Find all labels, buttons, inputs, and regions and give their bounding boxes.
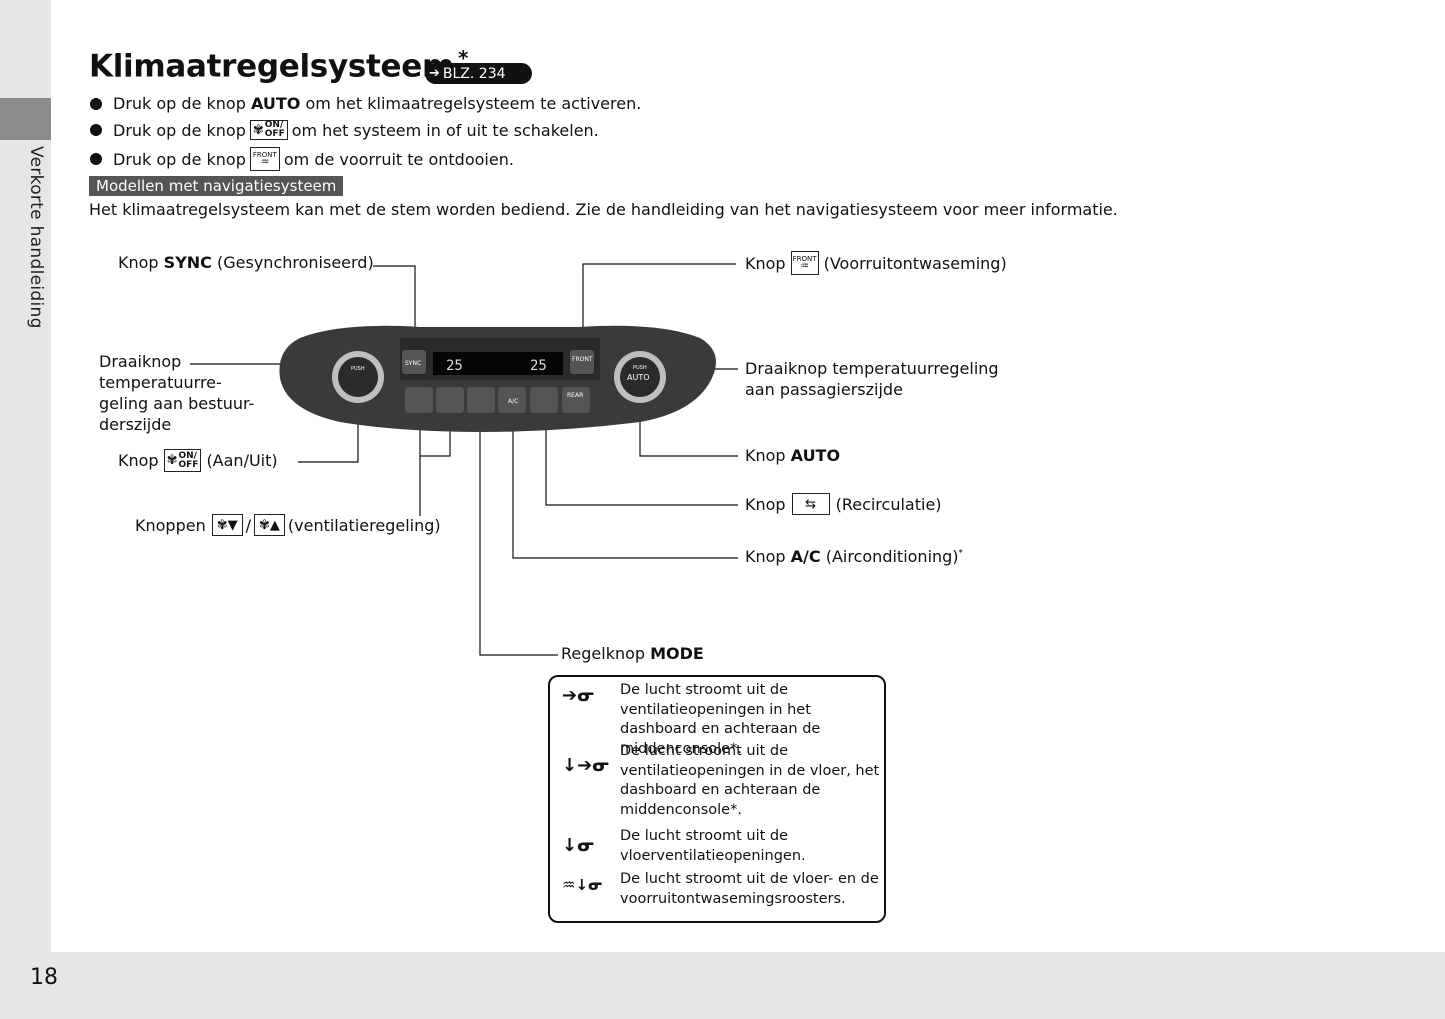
section-label: Modellen met navigatiesysteem bbox=[89, 176, 344, 196]
sidebar-label: Verkorte handleiding bbox=[26, 146, 46, 329]
panel-front-label: FRONT bbox=[572, 356, 593, 363]
panel-temp-right: 25 bbox=[530, 358, 547, 374]
footer-band bbox=[0, 952, 1445, 1019]
panel-sync-label: SYNC bbox=[405, 360, 421, 367]
bullet-item: Druk op de knop FRONT♒ om de voorruit te… bbox=[90, 147, 514, 171]
panel-auto-label: AUTO bbox=[627, 373, 650, 382]
page-title: Klimaatregelsysteem* bbox=[89, 46, 469, 85]
callout-auto: Knop AUTO bbox=[745, 446, 841, 465]
recirculation-icon: ⇆ bbox=[791, 493, 830, 515]
floor-vent-icon: ↓ᓂ bbox=[562, 835, 595, 856]
panel-rear-label: REAR bbox=[567, 392, 583, 399]
callout-recirc: Knop ⇆ (Recirculatie) bbox=[745, 493, 942, 515]
callout-driver-dial: Draaiknop temperatuurre- geling aan best… bbox=[99, 352, 255, 434]
bullet-item: Druk op de knop ✾ON/OFF om het systeem i… bbox=[90, 120, 599, 140]
sidebar bbox=[0, 0, 51, 1019]
mode-description: De lucht stroomt uit de vloerventilatieo… bbox=[620, 828, 806, 864]
fan-up-icon: ✾▲ bbox=[254, 514, 285, 536]
bullet-dot-icon bbox=[90, 153, 102, 165]
fan-onoff-icon: ✾ON/OFF bbox=[249, 120, 288, 140]
mode-description: De lucht stroomt uit de vloer- en de voo… bbox=[620, 871, 879, 907]
bullet-dot-icon bbox=[90, 97, 102, 110]
callout-ac: Knop A/C (Airconditioning)* bbox=[745, 547, 964, 566]
callout-sync: Knop SYNC (Gesynchroniseerd) bbox=[118, 253, 374, 272]
fan-onoff-icon: ✾ON/OFF bbox=[163, 449, 202, 472]
bullet-item: Druk op de knop AUTO om het klimaatregel… bbox=[90, 94, 641, 113]
callout-fan: Knoppen ✾▼ / ✾▲ (ventilatieregeling) bbox=[135, 514, 441, 536]
floor-defrost-icon: ♒↓ᓂ bbox=[562, 876, 603, 894]
callout-passenger-dial: Draaiknop temperatuurregeling aan passag… bbox=[745, 359, 999, 399]
arrow-right-icon: ➔ bbox=[429, 66, 440, 81]
page-reference-label: BLZ. 234 bbox=[442, 65, 506, 82]
callout-onoff: Knop ✾ON/OFF (Aan/Uit) bbox=[118, 449, 278, 472]
floor-dashboard-vent-icon: ↓➔ᓂ bbox=[562, 755, 610, 776]
panel-push-label: PUSH bbox=[351, 366, 365, 372]
panel-ac-label: A/C bbox=[508, 398, 518, 405]
page-reference-link[interactable]: ➔ BLZ. 234 bbox=[425, 63, 532, 84]
callout-front-defrost: Knop FRONT♒ (Voorruitontwaseming) bbox=[745, 251, 1007, 275]
mode-description: De lucht stroomt uit de ventilatieopenin… bbox=[620, 743, 880, 818]
callout-mode: Regelknop MODE bbox=[561, 644, 704, 663]
bullet-dot-icon bbox=[90, 124, 102, 136]
mode-legend-box: ➔ᓂ De lucht stroomt uit de ventilatieope… bbox=[548, 675, 886, 923]
sidebar-tab-marker bbox=[0, 98, 51, 140]
front-defrost-icon: FRONT♒ bbox=[790, 251, 819, 275]
front-defrost-icon: FRONT♒ bbox=[249, 147, 280, 171]
mode-description: De lucht stroomt uit de ventilatieopenin… bbox=[620, 682, 821, 757]
panel-push-label-right: PUSH bbox=[633, 365, 647, 371]
fan-down-icon: ✾▼ bbox=[211, 514, 243, 536]
dashboard-vent-icon: ➔ᓂ bbox=[562, 685, 595, 706]
description-paragraph: Het klimaatregelsysteem kan met de stem … bbox=[89, 200, 1118, 219]
panel-temp-left: 25 bbox=[446, 358, 463, 374]
page-number: 18 bbox=[30, 965, 58, 990]
